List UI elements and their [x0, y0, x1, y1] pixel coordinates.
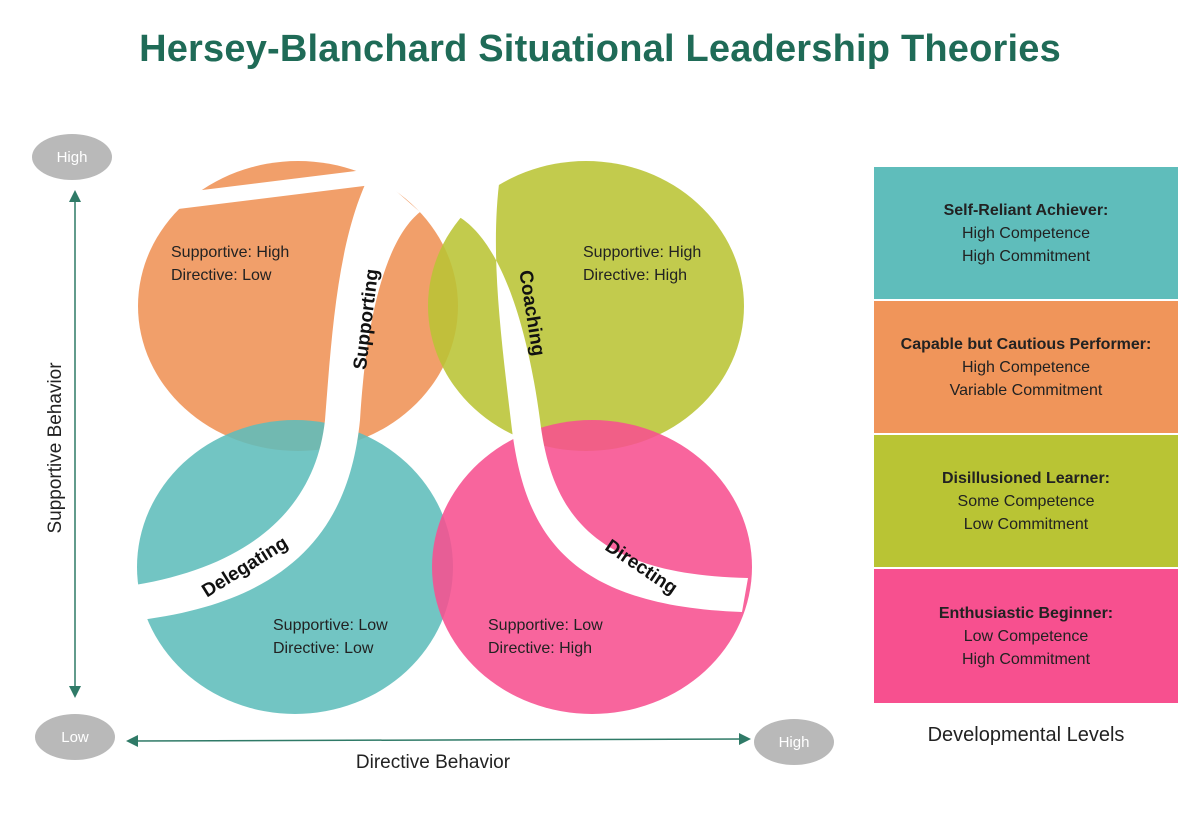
level-capable-cautious-performer: Capable but Cautious Performer: High Com… — [874, 301, 1178, 435]
supporting-directive-text: Directive: Low — [171, 267, 272, 284]
svg-text:Low: Low — [61, 729, 89, 746]
x-high-pill: High — [754, 719, 834, 765]
level-competence: Some Competence — [957, 492, 1095, 510]
y-high-pill: High — [32, 134, 112, 180]
origin-low-pill: Low — [35, 714, 115, 760]
level-title: Capable but Cautious Performer: — [900, 335, 1152, 353]
delegating-circle — [137, 420, 453, 714]
level-self-reliant-achiever: Self-Reliant Achiever: High Competence H… — [874, 167, 1178, 301]
delegating-directive-text: Directive: Low — [273, 640, 374, 657]
delegating-supportive-text: Supportive: Low — [273, 617, 388, 634]
developmental-levels-caption: Developmental Levels — [927, 724, 1125, 746]
page-title: Hersey-Blanchard Situational Leadership … — [139, 28, 1061, 70]
level-title: Self-Reliant Achiever: — [943, 201, 1109, 219]
coaching-directive-text: Directive: High — [583, 267, 687, 284]
level-commitment: High Commitment — [961, 650, 1091, 668]
svg-text:High: High — [57, 149, 88, 166]
right-s-band — [456, 176, 748, 612]
level-competence: Low Competence — [963, 627, 1089, 645]
leadership-bands — [135, 168, 748, 620]
level-enthusiastic-beginner: Enthusiastic Beginner: Low Competence Hi… — [874, 569, 1178, 703]
supporting-supportive-text: Supportive: High — [171, 244, 289, 261]
top-cut-band — [170, 168, 380, 210]
x-axis-arrow — [126, 733, 751, 747]
left-s-band — [135, 170, 420, 620]
level-title: Enthusiastic Beginner: — [938, 604, 1114, 622]
level-commitment: Low Commitment — [963, 515, 1089, 533]
x-axis-label: Directive Behavior — [356, 752, 511, 773]
y-axis-label: Supportive Behavior — [45, 362, 66, 534]
svg-text:High: High — [779, 734, 810, 751]
leadership-diagram: Supporting Coaching Delegating Directing… — [32, 134, 834, 773]
directing-supportive-text: Supportive: Low — [488, 617, 603, 634]
level-competence: High Competence — [961, 358, 1091, 376]
level-commitment: High Commitment — [961, 247, 1091, 265]
level-competence: High Competence — [961, 224, 1091, 242]
quadrant-circles — [137, 161, 752, 714]
coaching-supportive-text: Supportive: High — [583, 244, 701, 261]
level-commitment: Variable Commitment — [949, 381, 1103, 399]
level-title: Disillusioned Learner: — [941, 469, 1111, 487]
directing-directive-text: Directive: High — [488, 640, 592, 657]
developmental-levels-panel: Self-Reliant Achiever: High Competence H… — [874, 167, 1178, 703]
level-disillusioned-learner: Disillusioned Learner: Some Competence L… — [874, 435, 1178, 569]
